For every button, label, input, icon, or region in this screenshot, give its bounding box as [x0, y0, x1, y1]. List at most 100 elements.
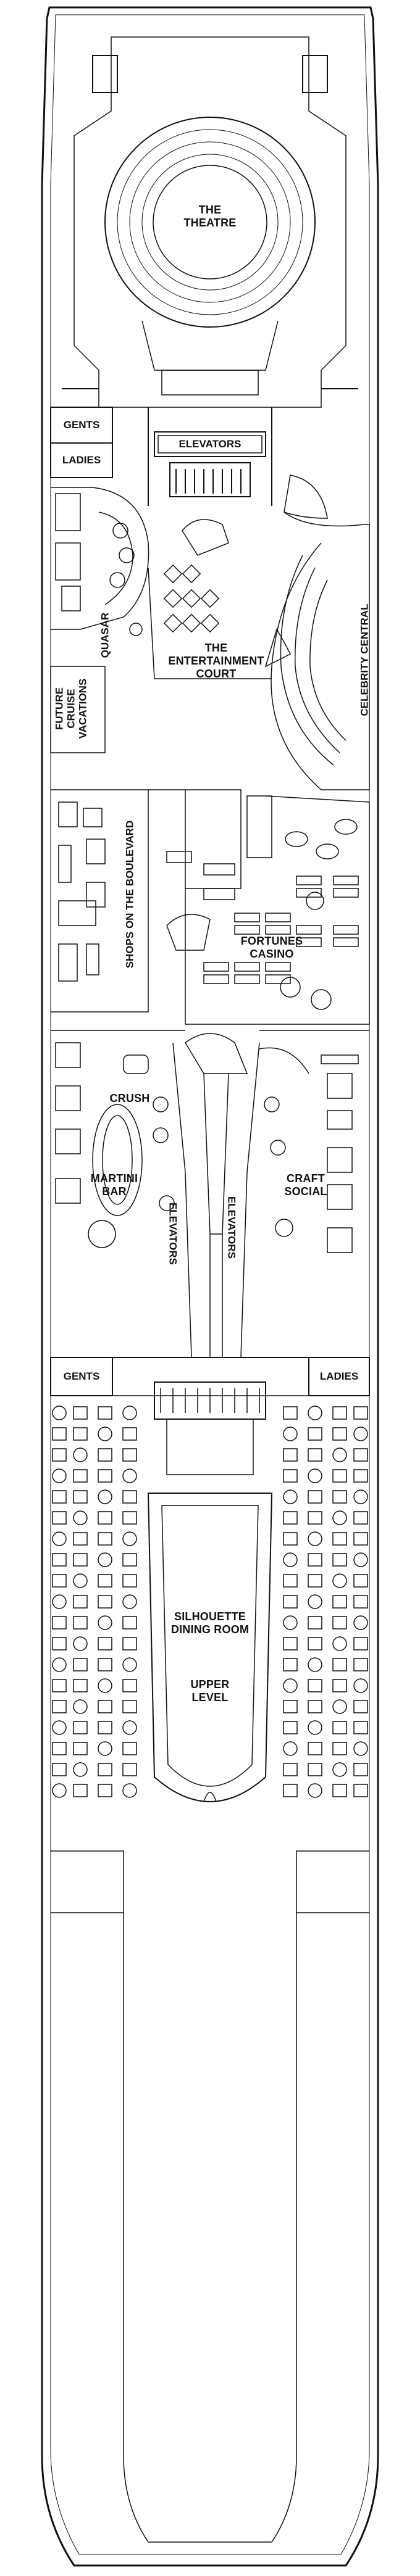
dining-table	[283, 1552, 298, 1567]
dining-table	[52, 1720, 67, 1735]
dining-table	[332, 1616, 347, 1630]
dining-table	[332, 1636, 347, 1651]
dining-table	[332, 1742, 347, 1755]
dining-table	[98, 1700, 112, 1713]
craft-social-area	[259, 1030, 369, 1253]
dining-table	[353, 1406, 368, 1420]
dining-table	[73, 1762, 88, 1777]
dining-table	[73, 1721, 88, 1734]
dining-table	[353, 1763, 368, 1776]
dining-table	[283, 1615, 298, 1630]
label-ladies-mid: LADIES	[319, 1370, 359, 1382]
dining-table	[283, 1427, 298, 1441]
dining-table	[308, 1700, 322, 1713]
dining-table	[73, 1742, 88, 1755]
dining-table	[332, 1406, 347, 1420]
dining-table	[308, 1468, 322, 1483]
dining-table	[122, 1700, 137, 1713]
dining-table	[353, 1448, 368, 1462]
dining-table	[332, 1679, 347, 1692]
dining-table	[122, 1637, 137, 1650]
dining-table	[73, 1532, 88, 1546]
dining-table	[283, 1637, 298, 1650]
dining-table	[98, 1469, 112, 1483]
dining-table	[308, 1448, 322, 1462]
dining-table	[353, 1678, 368, 1693]
dining-table	[283, 1532, 298, 1546]
dining-table	[353, 1595, 368, 1609]
label-ladies-top: LADIES	[62, 454, 101, 466]
dining-table	[73, 1616, 88, 1630]
dining-table	[122, 1406, 137, 1420]
dining-table	[122, 1531, 137, 1546]
dining-table	[332, 1532, 347, 1546]
dining-table	[52, 1468, 67, 1483]
dining-table	[283, 1448, 298, 1462]
dining-table	[332, 1490, 347, 1504]
dining-table	[73, 1784, 88, 1797]
silhouette-area	[147, 1381, 273, 1802]
dining-table	[98, 1511, 112, 1525]
dining-table	[353, 1741, 368, 1756]
dining-table	[283, 1511, 298, 1525]
dining-table	[73, 1469, 88, 1483]
dining-table	[283, 1658, 298, 1671]
dining-table	[353, 1574, 368, 1588]
dining-table	[308, 1594, 322, 1609]
dining-table	[52, 1616, 67, 1630]
dining-table	[308, 1763, 322, 1776]
dining-table	[52, 1679, 67, 1692]
dining-table	[308, 1553, 322, 1567]
celebrity-central-area	[264, 474, 370, 790]
dining-table	[52, 1553, 67, 1567]
dining-table	[332, 1573, 347, 1588]
dining-table	[52, 1427, 67, 1441]
dining-table	[98, 1658, 112, 1671]
dining-table	[98, 1763, 112, 1776]
dining-table	[98, 1489, 112, 1504]
entertainment-court-tables	[148, 564, 272, 679]
dining-table	[283, 1784, 298, 1797]
dining-table	[353, 1700, 368, 1713]
label-gents-top: GENTS	[63, 419, 100, 431]
dining-table	[52, 1700, 67, 1713]
label-shops: SHOPS ON THE BOULEVARD	[124, 820, 136, 969]
dining-table	[308, 1490, 322, 1504]
dining-table	[353, 1637, 368, 1650]
dining-table	[283, 1700, 298, 1713]
dining-table	[73, 1636, 88, 1651]
dining-table	[122, 1679, 137, 1692]
dining-table	[353, 1721, 368, 1734]
dining-table	[122, 1742, 137, 1755]
dining-table	[52, 1490, 67, 1504]
dining-table	[332, 1699, 347, 1714]
dining-table	[98, 1784, 112, 1797]
casino-area	[166, 795, 370, 1025]
dining-table	[98, 1448, 112, 1462]
dining-table	[122, 1594, 137, 1609]
dining-table	[98, 1532, 112, 1546]
label-celebrity-central: CELEBRITY CENTRAL	[358, 603, 371, 716]
dining-table	[122, 1763, 137, 1776]
dining-table	[122, 1574, 137, 1588]
label-gents-mid: GENTS	[63, 1370, 100, 1382]
dining-table	[73, 1595, 88, 1609]
dining-table	[308, 1511, 322, 1525]
dining-table	[122, 1783, 137, 1798]
dining-table	[308, 1742, 322, 1755]
dining-table	[308, 1616, 322, 1630]
label-quasar: QUASAR	[99, 612, 111, 658]
dining-table	[52, 1657, 67, 1672]
dining-table	[122, 1616, 137, 1630]
dining-table	[332, 1762, 347, 1777]
label-crush: CRUSH	[109, 1092, 150, 1104]
quasar-area	[51, 487, 229, 636]
dining-table	[308, 1679, 322, 1692]
